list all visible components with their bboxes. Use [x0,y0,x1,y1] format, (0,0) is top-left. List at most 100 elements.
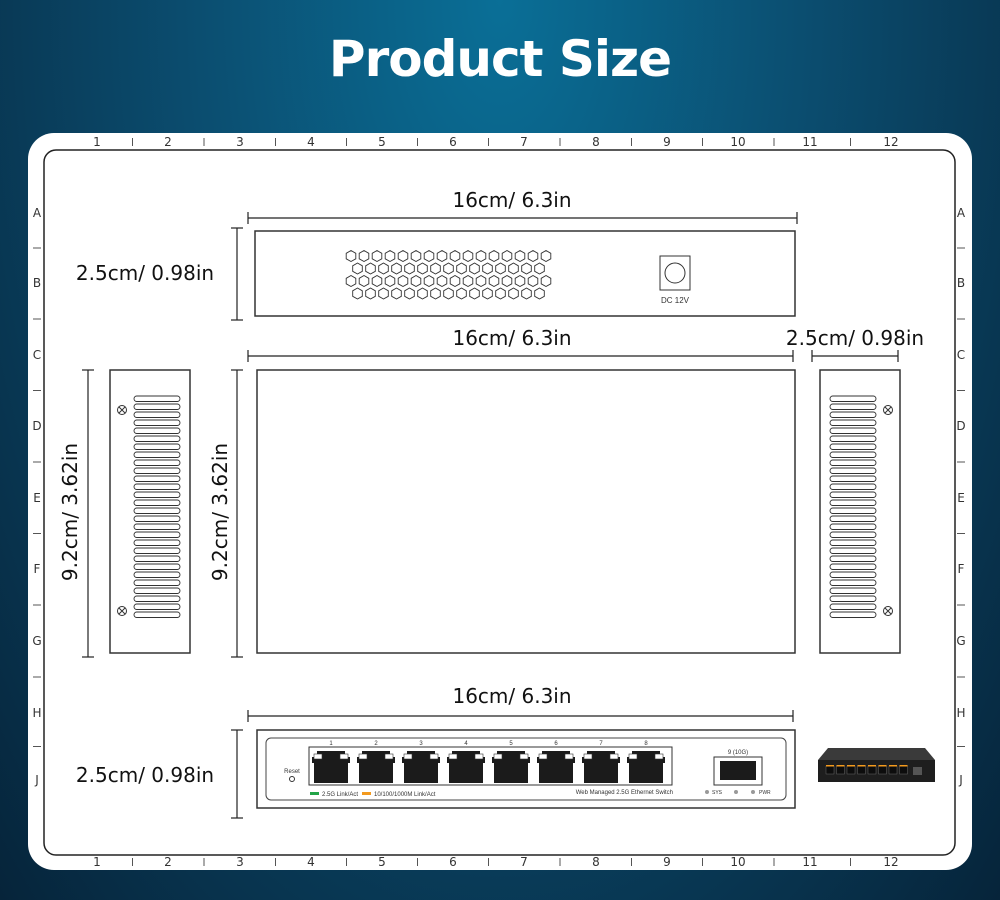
vent-slot [829,555,877,562]
led-sys [705,790,709,794]
ruler-column-label: 5 [378,855,386,869]
ruler-column-label: 6 [449,855,457,869]
dimension-lines [82,212,899,819]
vent-slot [133,547,181,554]
vent-slot [829,603,877,610]
vent-slot [133,595,181,602]
ruler-column-label: 1 [93,855,101,869]
ruler-column-label: 5 [378,135,386,149]
port-led-right [474,753,484,760]
vent-hexagon [352,287,363,300]
photo-port-led [889,765,897,767]
vent-hexagon [540,249,552,263]
ruler-row-label: A [33,206,42,220]
vent-slot [133,427,181,434]
vent-slot [829,475,877,482]
vent-slot [829,507,877,514]
vent-hexagon [508,262,519,275]
vent-slot [133,579,181,586]
vent-hexagon [534,262,545,275]
vent-slot [133,603,181,610]
port-led-left [628,753,638,760]
vent-slot [829,611,877,618]
ruler-column-label: 4 [307,135,315,149]
vent-slot [829,531,877,538]
ruler-column-label: 3 [236,135,244,149]
middle-length-label: 16cm/ 6.3in [452,326,571,350]
ruler-row-label: B [957,276,965,290]
vent-hexagon [482,287,493,300]
side-width-label: 2.5cm/ 0.98in [786,326,924,350]
ruler-row-label: F [958,562,965,576]
vent-hexagon [514,249,526,263]
port-number: 1 [329,741,333,747]
port-led-right [654,753,664,760]
vent-slot [829,467,877,474]
port-number: 6 [554,741,558,747]
vent-hexagon [514,274,526,288]
vent-hexagon [488,249,500,263]
vent-slot [133,555,181,562]
vent-hexagon [365,262,376,275]
ruler-row-label: G [32,634,41,648]
vent-hexagon [534,287,545,300]
vent-hexagon [488,274,500,288]
vent-slot [133,587,181,594]
photo-port-led [857,765,866,767]
vent-slot [133,395,181,402]
port-led-right [519,753,529,760]
vent-hexagon [345,249,357,263]
ruler-row-label: A [957,206,966,220]
vent-slot [133,419,181,426]
ruler-row-label: E [957,491,965,505]
ruler-column-label: 11 [802,135,817,149]
ruler-column-label: 6 [449,135,457,149]
port-led-left [448,753,458,760]
port-block [308,746,673,786]
bottom-view-outline [256,369,796,654]
ruler-row-label: J [958,773,963,787]
ruler-column-label: 8 [592,855,600,869]
vent-hexagon [469,262,480,275]
vent-hexagon [397,274,409,288]
vent-slot [133,515,181,522]
front-height-label: 2.5cm/ 0.98in [76,763,214,787]
vent-hexagon [417,287,428,300]
ruler-row-label: D [956,419,965,433]
vent-slot [829,491,877,498]
vent-hexagon [501,274,513,288]
ruler-column-label: 10 [730,135,745,149]
legend-green-swatch [310,792,319,795]
vent-slot [829,459,877,466]
vent-slot [133,499,181,506]
photo-port [825,765,835,775]
reset-label: Reset [284,769,300,775]
legend-green-label: 2.5G Link/Act [322,792,358,798]
led-pwr [751,790,755,794]
model-text: Web Managed 2.5G Ethernet Switch [576,790,673,796]
port-number: 4 [464,741,468,747]
vent-hexagon [495,262,506,275]
vent-hexagon [475,274,487,288]
product-photo [818,748,935,782]
vent-hexagon [501,249,513,263]
left-side-view [109,369,191,654]
ruler-row-label: H [32,706,41,720]
vent-hexagon [423,274,435,288]
top-length-label: 16cm/ 6.3in [452,188,571,212]
ruler-column-label: 8 [592,135,600,149]
reset-button [289,776,295,782]
vent-hexagon [404,262,415,275]
photo-port [836,765,845,775]
vent-slot [133,507,181,514]
port-led-left [583,753,593,760]
vent-hexagon [527,274,539,288]
vent-slot [829,403,877,410]
vent-hexagon [469,287,480,300]
ruler-row-label: H [956,706,965,720]
led-middle [734,790,738,794]
ruler-row-label: D [32,419,41,433]
vent-slot [829,571,877,578]
